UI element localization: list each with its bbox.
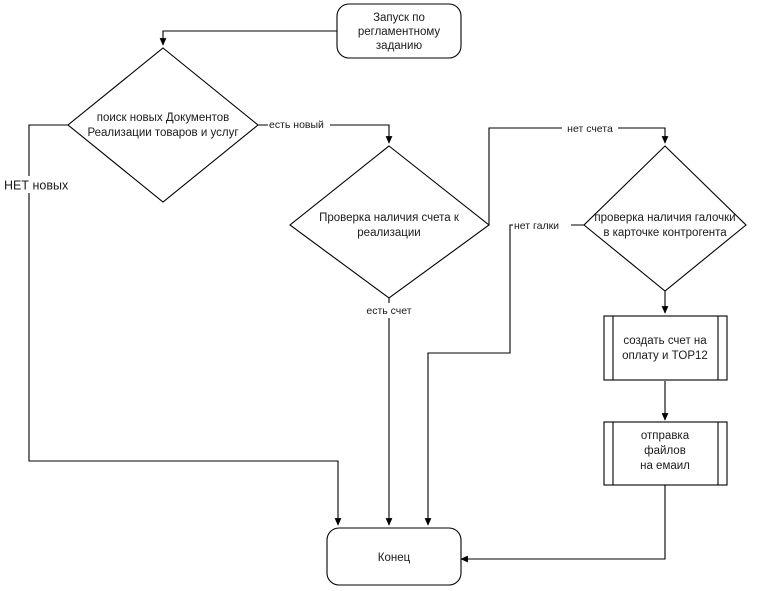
edge-send-to-end [460, 485, 666, 563]
node-send-files[interactable]: отправка файлов на емаил [603, 421, 728, 486]
edge-label-invoice-missing: нет счета [562, 121, 618, 136]
node-start[interactable]: Запуск по регламентному заданию [336, 3, 462, 59]
edge-label-has-new: есть новый [268, 117, 330, 132]
edge-start-to-search [159, 30, 337, 46]
node-send-files-label-line3: на емаил [640, 460, 690, 472]
node-check-invoice[interactable]: Проверка наличия счета к реализации [289, 145, 490, 299]
node-check-checkbox-label-line2: в карточке контрогента [603, 227, 727, 239]
edge-label-invoice-exists: есть счет [360, 303, 418, 318]
node-search-docs[interactable]: поиск новых Документов Реализации товаро… [67, 47, 259, 203]
node-end-label: Конец [378, 552, 411, 564]
node-create-invoice-label-line2: оплату и TOP12 [622, 350, 708, 362]
node-start-label-line2: регламентному [358, 26, 441, 38]
node-create-invoice[interactable]: создать счет на оплату и TOP12 [603, 315, 728, 381]
node-check-checkbox-label-line1: проверка наличия галочки [594, 212, 735, 224]
edge-label-invoice-exists-text: есть счет [366, 305, 411, 317]
node-start-label-line3: заданию [376, 40, 423, 52]
node-end[interactable]: Конец [326, 527, 462, 586]
node-send-files-label-line2: файлов [644, 445, 686, 457]
edge-label-no-new-text: НЕТ новых [4, 178, 69, 192]
edge-label-invoice-missing-text: нет счета [567, 123, 613, 135]
edge-label-has-new-text: есть новый [269, 119, 324, 131]
node-check-invoice-label-line1: Проверка наличия счета к [319, 212, 460, 224]
node-check-checkbox[interactable]: проверка наличия галочки в карточке конт… [583, 145, 747, 292]
edge-checkbox-missing [424, 224, 584, 526]
node-check-invoice-label-line2: реализации [357, 227, 420, 239]
node-search-docs-label-line2: Реализации товаров и услуг [87, 127, 238, 139]
node-search-docs-label-line1: поиск новых Документов [97, 112, 229, 124]
edge-label-checkbox-missing-text: нет галки [514, 220, 559, 232]
node-send-files-label-line1: отправка [641, 430, 690, 442]
node-create-invoice-label-line1: создать счет на [623, 335, 707, 347]
edge-label-no-new: НЕТ новых [4, 176, 76, 193]
edge-search-no-new [28, 124, 342, 526]
edge-label-checkbox-missing: нет галки [513, 218, 571, 233]
node-start-label-line1: Запуск по [373, 12, 425, 24]
